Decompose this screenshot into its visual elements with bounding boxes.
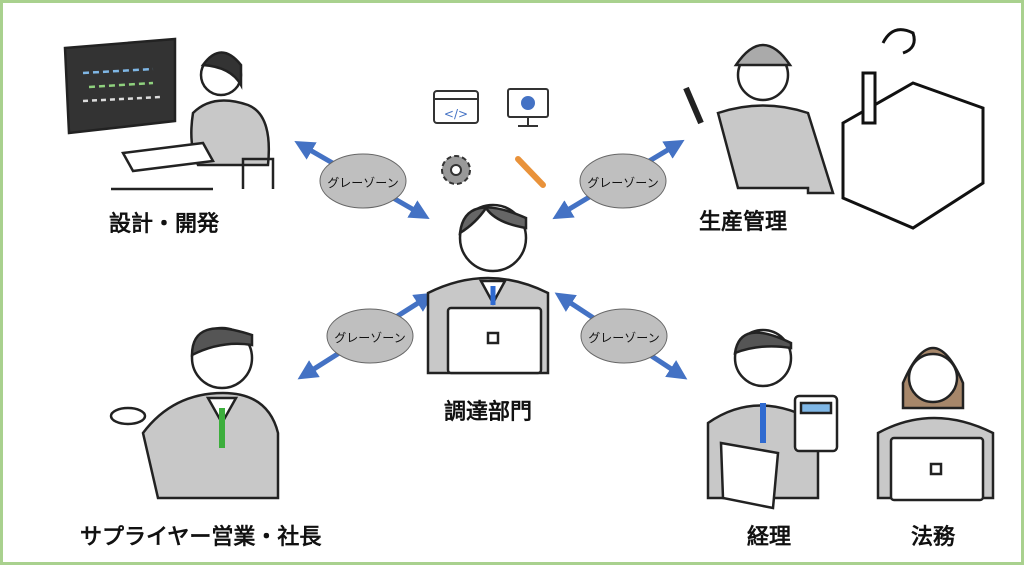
supplier-illustration [109, 326, 280, 500]
wrench-icon [515, 156, 546, 188]
gray-zone-label-supplier: グレーゾーン [334, 331, 406, 345]
label-production: 生産管理 [699, 210, 788, 235]
production-illustration [683, 43, 835, 195]
gray-zone-label-design: グレーゾーン [327, 176, 399, 190]
illustration-layer: </> [63, 28, 995, 510]
accounting-illustration [706, 328, 839, 510]
label-accounting: 経理 [747, 525, 792, 550]
label-procurement: 調達部門 [444, 400, 533, 425]
monitor-gear-icon [507, 88, 549, 127]
gray-zone-label-accounting: グレーゾーン [588, 331, 660, 345]
legal-illustration [876, 346, 995, 502]
label-legal: 法務 [911, 525, 956, 550]
gray-zone-label-production: グレーゾーン [587, 176, 659, 190]
code-window-icon: </> [433, 90, 479, 124]
gray-zone-ellipses [319, 153, 668, 364]
procurement-illustration [426, 203, 550, 375]
gear-icon [441, 155, 471, 185]
factory-illustration [841, 28, 985, 230]
label-design: 設計・開発 [109, 212, 220, 237]
svg-text:</>: </> [444, 107, 468, 121]
design-illustration [63, 37, 275, 191]
label-supplier: サプライヤー営業・社長 [80, 525, 322, 550]
